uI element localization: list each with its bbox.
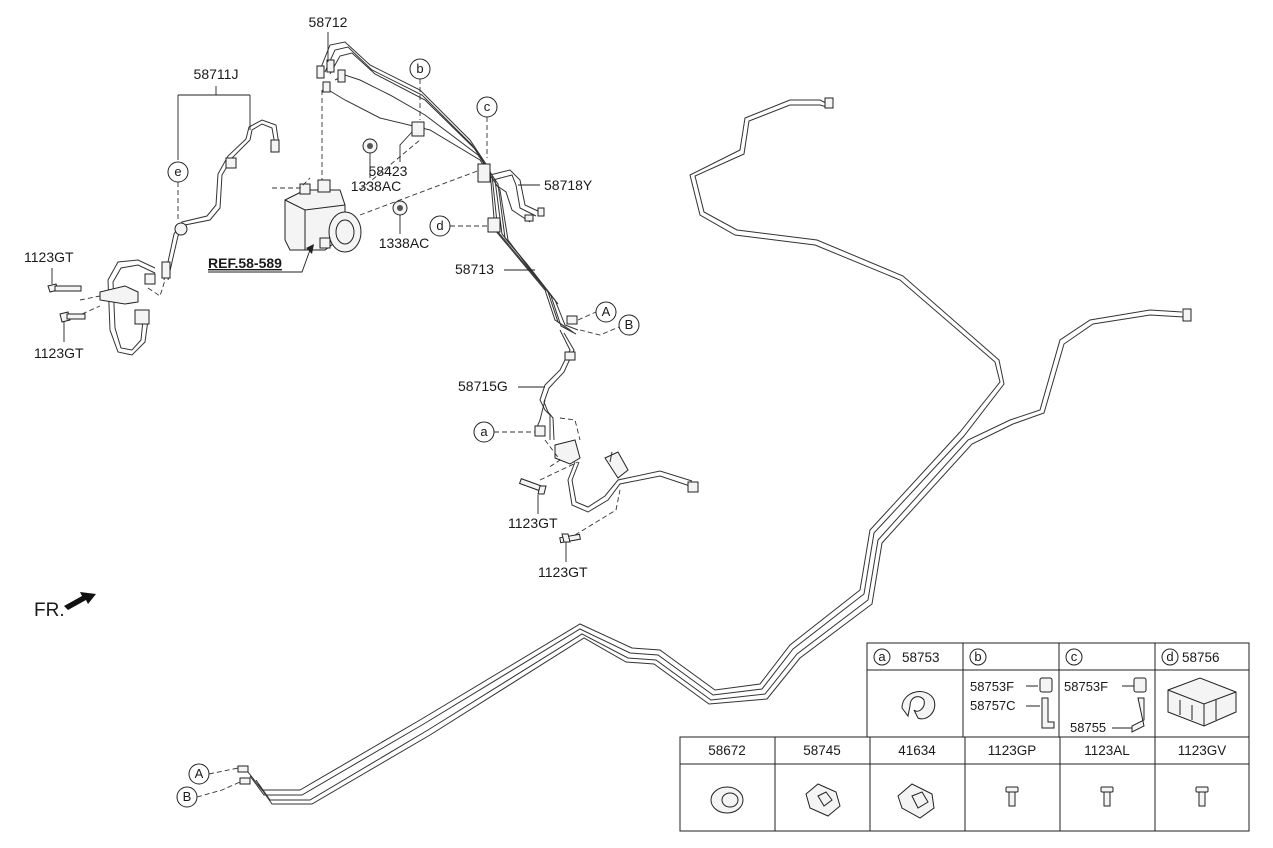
table-code-58753: 58753 [902, 650, 940, 665]
dash-B2 [196, 781, 241, 798]
table-letter-c: c [1071, 649, 1078, 664]
dash-58711j-abs [272, 177, 311, 189]
label-1123gt-4: 1123GT [538, 564, 588, 580]
front-right-hose [539, 417, 699, 536]
label-1123gt-2: 1123GT [34, 345, 84, 361]
tube-58711j [161, 119, 280, 281]
table-b-58753f: 58753F [970, 679, 1014, 694]
table-b-58757c: 58757C [970, 698, 1016, 713]
label-58711j: 58711J [194, 66, 239, 82]
ref-58-589: REF.58-589 [208, 255, 282, 271]
tube-58718y-branch [489, 169, 545, 223]
callout-d: d [436, 218, 443, 233]
dash-A2 [208, 767, 239, 775]
dash-abs-58423 [359, 139, 421, 191]
tube-fittings-top [316, 59, 578, 437]
label-1338ac-2: 1338AC [379, 235, 430, 251]
clip-58753f-icon-c [1133, 677, 1147, 693]
label-58712: 58712 [309, 14, 348, 30]
grommet-1338ac-1 [362, 138, 378, 154]
bolt-1123gp-icon [1005, 786, 1019, 807]
label-58423: 58423 [369, 163, 408, 179]
leader-58423 [399, 131, 413, 162]
label-1123gt-3: 1123GT [508, 515, 558, 531]
table-code-58745: 58745 [803, 743, 841, 758]
table-code-58672: 58672 [708, 743, 746, 758]
table-circle-b [969, 648, 987, 666]
rear-brake-tube-long [247, 99, 1005, 796]
clip-58753f-icon-b [1039, 677, 1053, 693]
rear-brake-tube-right [255, 309, 1185, 805]
table-code-1123al: 1123AL [1084, 743, 1130, 758]
table-b-leaders [1026, 685, 1040, 707]
clip-58745-icon [805, 783, 841, 817]
dash-A1 [577, 311, 597, 321]
bolt-1123gt-2 [59, 311, 86, 323]
front-direction-label: FR. [34, 600, 65, 621]
callout-A2: A [195, 766, 204, 781]
table-code-41634: 41634 [898, 743, 936, 758]
bolt-1123gt-1 [47, 283, 82, 293]
callout-B1: B [625, 317, 634, 332]
label-58718y: 58718Y [544, 177, 593, 193]
callout-b: b [416, 61, 423, 76]
grommet-1338ac-2 [392, 200, 408, 216]
label-58713: 58713 [455, 261, 494, 277]
clip-58755-icon [1131, 697, 1145, 733]
callout-a: a [480, 424, 488, 439]
callout-e: e [174, 164, 181, 179]
table-circle-c [1065, 648, 1083, 666]
clip-table [679, 642, 1250, 832]
dash-B1 [579, 326, 620, 336]
bolt-1123al-icon [1100, 786, 1114, 807]
label-1123gt-1: 1123GT [24, 249, 74, 265]
abs-hydraulic-unit [284, 179, 362, 253]
clip-58756-icon [1167, 677, 1237, 727]
grommet-58672-icon [710, 786, 744, 814]
callout-c: c [484, 99, 491, 114]
table-letter-a: a [878, 649, 886, 664]
clip-58757c-icon [1041, 697, 1055, 729]
bolt-1123gv-icon [1195, 786, 1209, 807]
table-code-1123gp: 1123GP [988, 743, 1037, 758]
abs-ref-arrow [208, 244, 314, 273]
table-letter-d: d [1166, 649, 1173, 664]
bolt-1123gt-3 [518, 478, 547, 495]
rear-tube-fittings [237, 97, 1192, 785]
table-c-58753f: 58753F [1064, 679, 1108, 694]
clip-41634-icon [897, 783, 935, 819]
table-circle-d [1161, 648, 1179, 666]
callout-circle-B1 [618, 314, 640, 336]
callout-B2: B [183, 789, 192, 804]
table-circle-a [873, 648, 891, 666]
front-left-hose [79, 259, 166, 356]
table-letter-b: b [974, 649, 981, 664]
callout-A1: A [602, 304, 611, 319]
dash-abs-bundle [359, 169, 481, 216]
label-58715g: 58715G [458, 378, 508, 394]
tube-58715g [534, 329, 575, 441]
table-code-58756: 58756 [1182, 650, 1220, 665]
table-code-1123gv: 1123GV [1178, 743, 1227, 758]
leader-58711j [177, 86, 251, 160]
clip-58753-icon [901, 691, 936, 720]
bolt-1123gt-4 [559, 533, 581, 544]
front-arrow-icon [64, 592, 96, 610]
table-c-58755: 58755 [1070, 720, 1106, 735]
label-1338ac-1: 1338AC [351, 178, 402, 194]
